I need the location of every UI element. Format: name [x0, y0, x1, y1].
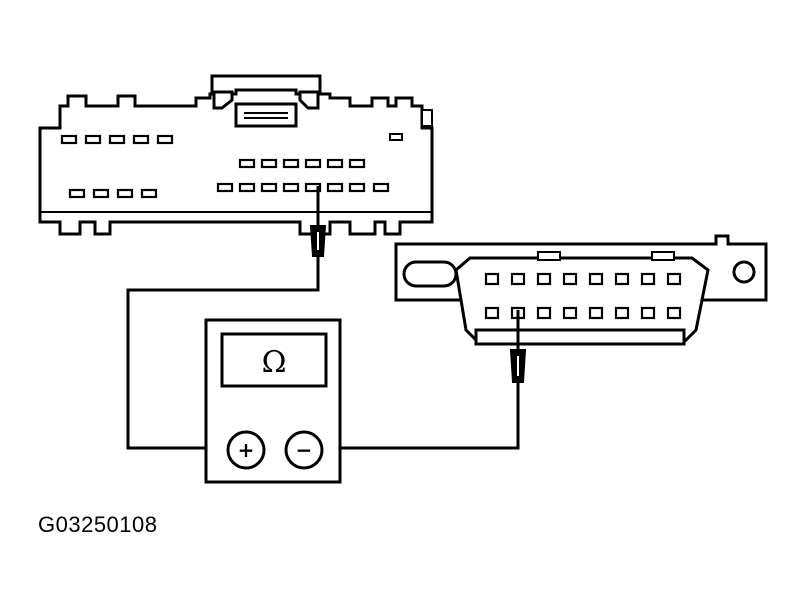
- pin-cavity: [614, 306, 630, 320]
- obd-connector-pins: [484, 272, 682, 320]
- meter-display-symbol: Ω: [262, 345, 287, 380]
- pin-cavity: [108, 134, 126, 145]
- pin-cavity: [216, 182, 234, 193]
- pin-cavity: [304, 158, 322, 169]
- negative-terminal: [284, 430, 324, 470]
- obd-connector: [394, 234, 768, 346]
- pin-cavity: [326, 158, 344, 169]
- obd-mount-hole-right: [732, 260, 756, 284]
- pin-cavity: [484, 272, 500, 286]
- pin-cavity: [484, 306, 500, 320]
- pin-cavity: [60, 134, 78, 145]
- pin-cavity: [116, 188, 134, 199]
- pin-cavity: [536, 306, 552, 320]
- test-wires: [126, 256, 520, 450]
- wire-negative: [322, 382, 520, 450]
- pin-cavity: [536, 272, 552, 286]
- pin-cavity: [92, 188, 110, 199]
- pin-cavity: [614, 272, 630, 286]
- pin-cavity: [132, 134, 150, 145]
- pin-cavity: [282, 182, 300, 193]
- pin-cavity: [282, 158, 300, 169]
- lock-window: [234, 102, 298, 128]
- module-connector-pins: [60, 134, 390, 199]
- pin-cavity: [238, 182, 256, 193]
- pin-cavity: [562, 306, 578, 320]
- obd-ledge: [474, 328, 686, 346]
- pin-cavity: [84, 134, 102, 145]
- lock-hook-left: [212, 90, 234, 110]
- connector-body: [38, 88, 434, 236]
- ohmmeter-icon: Ω + −: [204, 318, 342, 484]
- test-probe-icon: [509, 310, 527, 383]
- pin-cavity: [68, 188, 86, 199]
- pin-cavity: [588, 306, 604, 320]
- pin-cavity: [510, 272, 526, 286]
- pin-cavity: [666, 272, 682, 286]
- module-connector: [38, 74, 434, 236]
- wire-positive: [126, 256, 320, 450]
- positive-terminal: [226, 430, 266, 470]
- pin-cavity: [348, 182, 366, 193]
- pin-cavity: [238, 158, 256, 169]
- pin-cavity: [260, 182, 278, 193]
- pin-cavity: [562, 272, 578, 286]
- negative-terminal-label: −: [296, 438, 313, 462]
- pin-cavity: [640, 306, 656, 320]
- pin-cavity: [326, 182, 344, 193]
- pin-cavity: [304, 182, 322, 193]
- obd-mount-hole-left: [402, 260, 458, 288]
- pin-cavity: [588, 272, 604, 286]
- pin-cavity: [156, 134, 174, 145]
- lock-hook-right: [298, 90, 320, 110]
- positive-terminal-label: +: [238, 438, 255, 462]
- pin-cavity: [140, 188, 158, 199]
- figure-id: G03250108: [38, 512, 158, 537]
- test-probe-icon: [309, 186, 327, 257]
- pin-cavity: [372, 182, 390, 193]
- meter-display: [220, 332, 328, 388]
- pin-cavity: [640, 272, 656, 286]
- pin-cavity: [666, 306, 682, 320]
- pin-cavity: [348, 158, 366, 169]
- pin-cavity: [260, 158, 278, 169]
